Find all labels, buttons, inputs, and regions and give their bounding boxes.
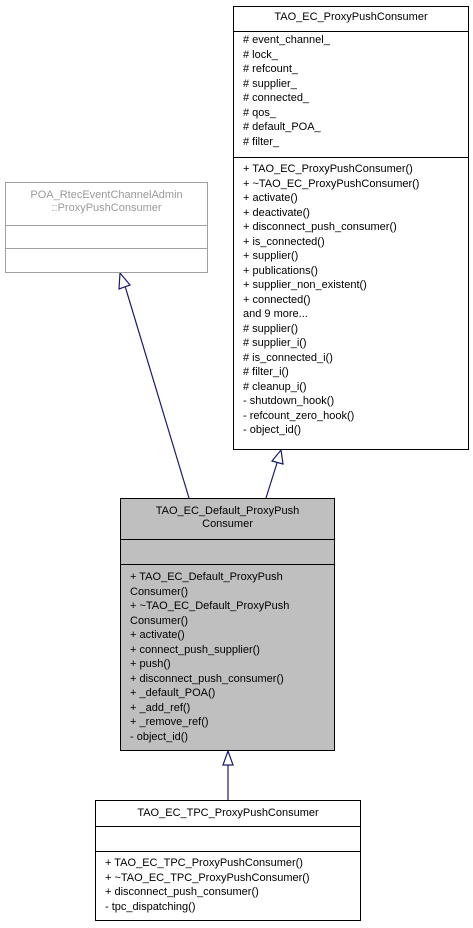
attribute-item: # filter_ <box>243 135 280 148</box>
operation-item: + deactivate() <box>243 206 310 219</box>
operation-item: # cleanup_i() <box>243 380 307 393</box>
inheritance-edge-default-to-poa <box>124 285 190 499</box>
operation-item: + disconnect_push_consumer() <box>105 886 259 898</box>
attributes-section <box>96 827 360 852</box>
operations-section: + TAO_EC_ProxyPushConsumer() + ~TAO_EC_P… <box>234 158 468 438</box>
operation-item: + TAO_EC_TPC_ProxyPushConsumer() <box>105 857 303 869</box>
operation-item: + _remove_ref() <box>130 716 209 728</box>
class-title: POA_RtecEventChannelAdmin ::ProxyPushCon… <box>6 183 207 226</box>
operation-item: + ~TAO_EC_TPC_ProxyPushConsumer() <box>105 871 310 884</box>
class-title: TAO_EC_Default_ProxyPush Consumer <box>121 499 334 540</box>
operation-item: # supplier() <box>243 322 299 335</box>
operation-item: + ~TAO_EC_ProxyPushConsumer() <box>243 177 420 190</box>
operation-item: + disconnect_push_consumer() <box>130 672 284 685</box>
attribute-item: # lock_ <box>243 48 278 61</box>
operation-item: + TAO_EC_ProxyPushConsumer() <box>243 163 413 175</box>
operation-item: - shutdown_hook() <box>243 395 335 407</box>
attribute-item: # supplier_ <box>243 77 297 90</box>
inheritance-edge-default-to-proxy <box>265 462 278 499</box>
attribute-item: # qos_ <box>243 106 277 119</box>
operation-item: - tpc_dispatching() <box>105 900 196 913</box>
attributes-section: # event_channel_ # lock_ # refcount_ # s… <box>234 32 468 158</box>
attributes-section <box>121 540 334 565</box>
operation-item: + push() <box>130 658 171 670</box>
operation-item: - object_id() <box>130 730 189 743</box>
operation-item: + disconnect_push_consumer() <box>243 221 397 233</box>
operation-item: - object_id() <box>243 424 302 436</box>
operations-section: + TAO_EC_Default_ProxyPush Consumer() + … <box>121 565 334 744</box>
operation-item: + supplier_non_existent() <box>243 279 367 291</box>
operation-item: + activate() <box>130 629 185 641</box>
attributes-section <box>6 226 207 249</box>
operation-item: - refcount_zero_hook() <box>243 409 355 422</box>
operation-item: + TAO_EC_Default_ProxyPush Consumer() <box>130 571 283 598</box>
attribute-item: # connected_ <box>243 92 310 104</box>
class-proxy-push-consumer[interactable]: TAO_EC_ProxyPushConsumer # event_channel… <box>233 6 469 450</box>
more-operations-link[interactable]: and 9 more... <box>243 308 308 320</box>
operation-item: + is_connected() <box>243 235 325 248</box>
operation-item: + activate() <box>243 192 298 204</box>
inheritance-arrowhead-proxy <box>270 448 284 465</box>
operation-item: + connected() <box>243 293 311 306</box>
operation-item: + _add_ref() <box>130 701 191 714</box>
class-title: TAO_EC_ProxyPushConsumer <box>234 7 468 32</box>
inheritance-arrowhead-default <box>222 749 234 766</box>
operation-item: + ~TAO_EC_Default_ProxyPush Consumer() <box>130 600 290 627</box>
inheritance-arrowhead-poa <box>118 271 132 290</box>
operations-section: + TAO_EC_TPC_ProxyPushConsumer() + ~TAO_… <box>96 852 360 914</box>
class-poa-proxy-push-consumer[interactable]: POA_RtecEventChannelAdmin ::ProxyPushCon… <box>5 182 208 273</box>
operation-item: # supplier_i() <box>243 337 307 349</box>
attribute-item: # event_channel_ <box>243 34 330 46</box>
operation-item: + connect_push_supplier() <box>130 643 260 656</box>
operation-item: # is_connected_i() <box>243 351 333 364</box>
operation-item: + publications() <box>243 264 318 277</box>
class-title: TAO_EC_TPC_ProxyPushConsumer <box>96 801 360 827</box>
attribute-item: # default_POA_ <box>243 121 321 133</box>
operation-item: + _default_POA() <box>130 687 216 699</box>
class-tpc-proxy-push-consumer[interactable]: TAO_EC_TPC_ProxyPushConsumer + TAO_EC_TP… <box>95 800 361 921</box>
attribute-item: # refcount_ <box>243 63 299 75</box>
operations-section <box>6 249 207 272</box>
class-default-proxy-push-consumer[interactable]: TAO_EC_Default_ProxyPush Consumer + TAO_… <box>120 498 335 751</box>
operation-item: # filter_i() <box>243 366 289 378</box>
operation-item: + supplier() <box>243 250 299 262</box>
